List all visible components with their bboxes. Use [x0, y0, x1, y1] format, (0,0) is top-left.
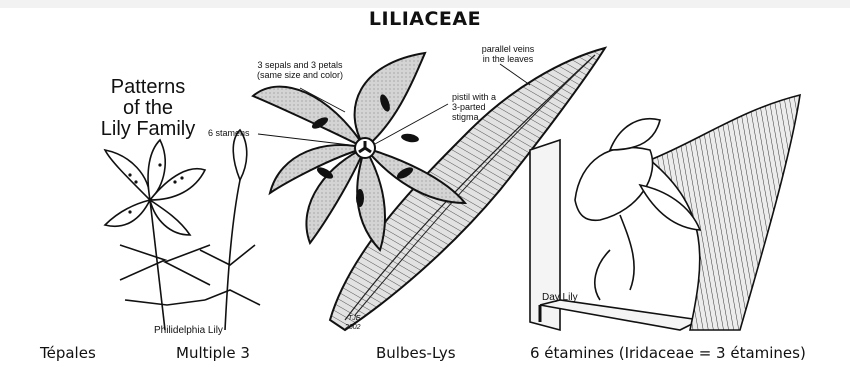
footer-etamines: 6 étamines (Iridaceae = 3 étamines) [530, 344, 806, 364]
sepals-label-line-1: 3 sepals and 3 petals [257, 60, 343, 70]
pistil-label-line-1: pistil with a [452, 92, 496, 102]
philadelphia-lily-label: Philidelphia Lily [154, 325, 223, 336]
veins-label-line-1: parallel veins [482, 44, 535, 54]
sepals-label-line-2: (same size and color) [257, 70, 343, 80]
pistil-label-line-3: stigma [452, 112, 479, 122]
philadelphia-lily [105, 130, 260, 330]
stamens-label: 6 stamens [208, 128, 250, 138]
tepal-upper-left [253, 87, 365, 148]
day-lily-label: Day Lily [542, 292, 578, 303]
artist-signature-line-2: 2002 [344, 324, 361, 331]
pistil-label-line-2: 3-parted [452, 102, 486, 112]
tepal-top [355, 53, 425, 148]
footer-multiple-3: Multiple 3 [176, 344, 250, 364]
footer-bulbes-lys: Bulbes-Lys [376, 344, 456, 364]
artist-signature-line-1: TJE [348, 315, 361, 322]
veins-label-line-2: in the leaves [483, 54, 534, 64]
footer-tepales: Tépales [40, 344, 96, 364]
lily-illustration: 3 sepals and 3 petals (same size and col… [0, 0, 850, 340]
